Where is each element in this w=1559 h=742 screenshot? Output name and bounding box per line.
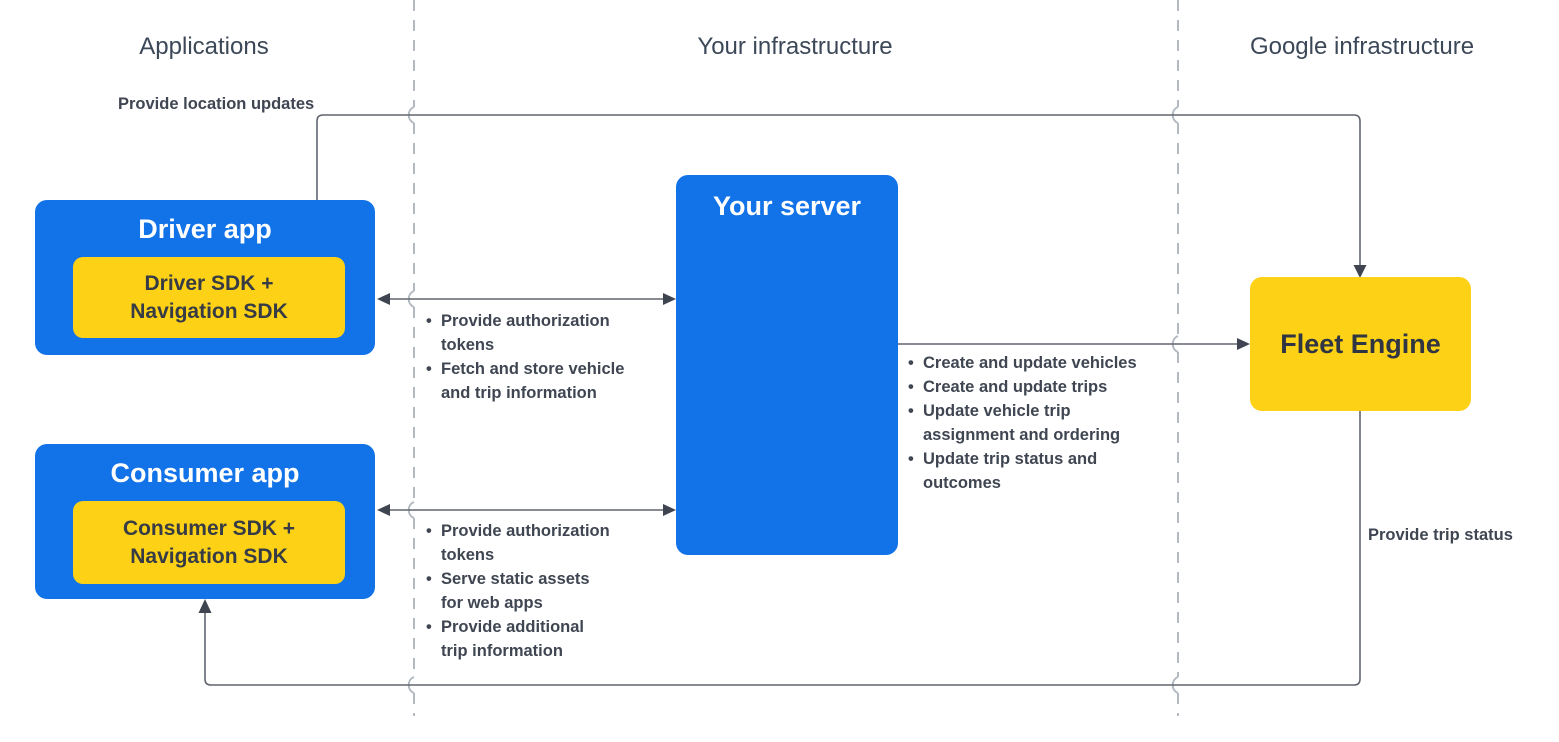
consumer-server-bullet-list: Provide authorization tokens Serve stati… xyxy=(426,519,666,663)
consumer-sdk-label: Consumer SDK + Navigation SDK xyxy=(122,516,296,568)
list-item: Provide additional trip information xyxy=(426,615,666,663)
column-divider-your-infrastructure xyxy=(407,0,415,716)
header-your-infrastructure: Your infrastructure xyxy=(697,33,893,60)
list-item: Create and update trips xyxy=(908,375,1170,399)
driver-app-title: Driver app xyxy=(138,214,272,244)
consumer-sdk-box: Consumer SDK + Navigation SDK xyxy=(73,501,345,584)
column-divider-google-infrastructure xyxy=(1171,0,1179,716)
consumer-app-title: Consumer app xyxy=(110,458,300,488)
driver-server-bullet-list: Provide authorization tokens Fetch and s… xyxy=(426,309,666,405)
edge-consumer-server xyxy=(377,504,676,516)
your-server-box: Your server xyxy=(676,175,898,555)
label-provide-location-updates: Provide location updates xyxy=(118,95,315,113)
driver-sdk-box: Driver SDK + Navigation SDK xyxy=(73,257,345,338)
header-google-infrastructure: Google infrastructure xyxy=(1249,33,1475,60)
fleet-engine-title: Fleet Engine xyxy=(1280,328,1441,359)
driver-sdk-label: Driver SDK + Navigation SDK xyxy=(130,271,288,323)
edge-location-updates xyxy=(316,114,1367,278)
server-fleet-bullet-list: Create and update vehicles Create and up… xyxy=(908,351,1170,495)
driver-app-box: Driver app Driver SDK + Navigation SDK xyxy=(35,200,375,355)
consumer-app-box: Consumer app Consumer SDK + Navigation S… xyxy=(35,444,375,599)
list-item: Update trip status and outcomes xyxy=(908,447,1170,495)
label-provide-trip-status: Provide trip status xyxy=(1368,526,1513,544)
list-item: Serve static assets for web apps xyxy=(426,567,666,615)
list-item: Create and update vehicles xyxy=(908,351,1170,375)
list-item: Provide authorization tokens xyxy=(426,519,666,567)
header-applications: Applications xyxy=(139,33,269,60)
list-item: Update vehicle trip assignment and order… xyxy=(908,399,1170,447)
your-server-title: Your server xyxy=(712,191,862,221)
list-item: Provide authorization tokens xyxy=(426,309,666,357)
edge-driver-server xyxy=(377,293,676,305)
list-item: Fetch and store vehicle and trip informa… xyxy=(426,357,666,405)
edge-trip-status xyxy=(198,411,1361,686)
edge-server-fleet xyxy=(898,338,1250,350)
fleet-engine-box: Fleet Engine xyxy=(1250,277,1471,411)
